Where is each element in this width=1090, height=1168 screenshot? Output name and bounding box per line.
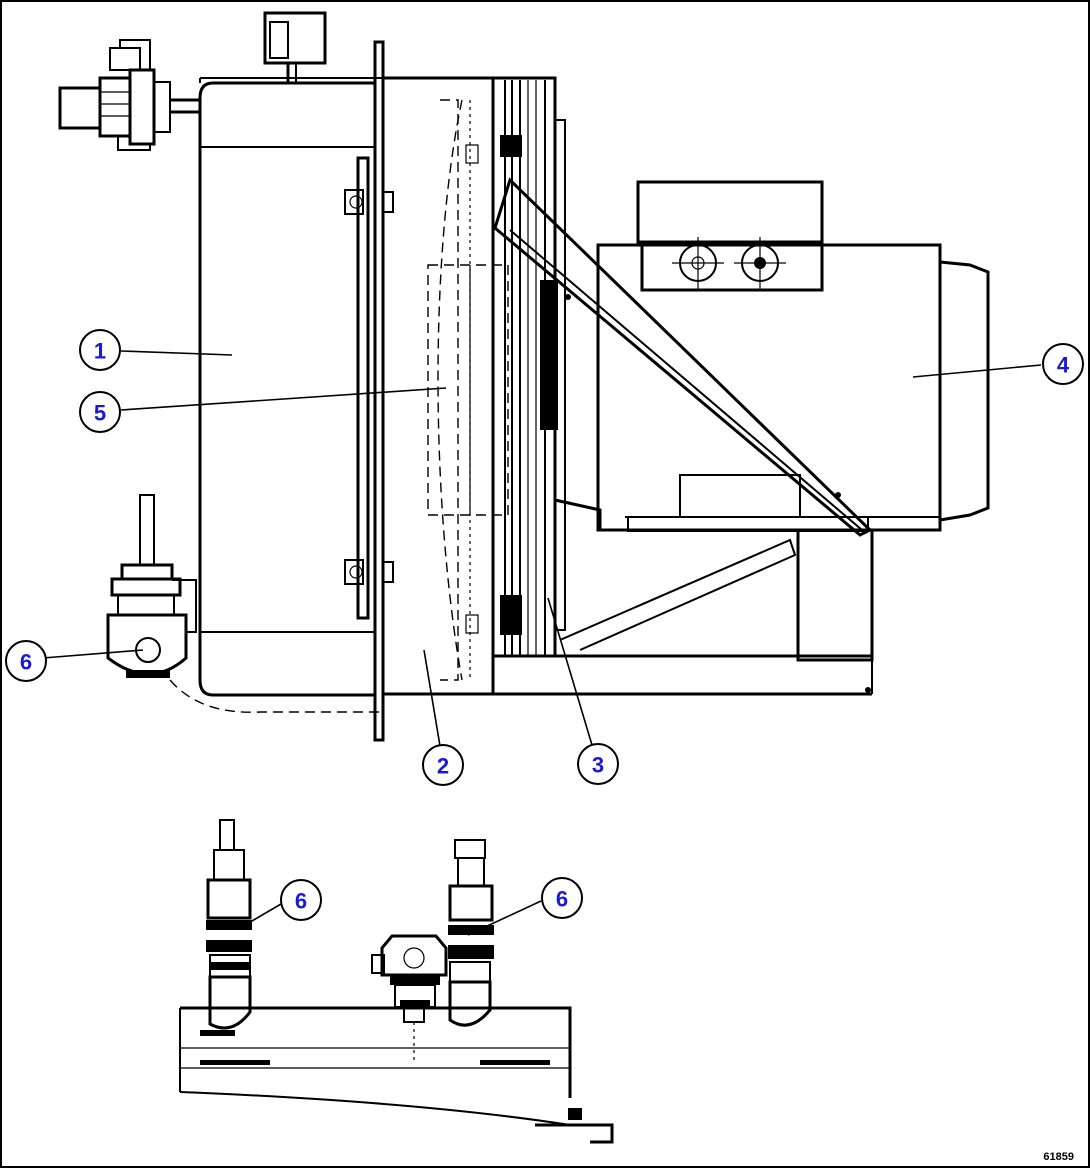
callout-6a: 6 [5,640,47,682]
detail-valve-right [448,839,494,1027]
callout-4-label: 4 [1057,353,1070,378]
callout-5-label: 5 [94,401,106,426]
support-bracket [490,177,874,696]
callout-6c-label: 6 [556,887,568,912]
callout-3: 3 [577,743,619,785]
callout-1-label: 1 [94,339,106,364]
callout-6b-label: 6 [295,889,307,914]
electric-motor [596,180,990,532]
fan-shroud [381,76,495,696]
callout-3-label: 3 [592,753,604,778]
leader-lines [42,350,1042,936]
callout-4: 4 [1042,343,1084,385]
top-left-valve [58,39,200,151]
callout-2: 2 [422,744,464,786]
hydraulic-tank [198,11,490,697]
callout-2-label: 2 [437,754,449,779]
detail-view [179,819,614,1144]
detail-valve-left [206,819,252,1030]
callout-6c: 6 [541,877,583,919]
callout-5: 5 [79,391,121,433]
callout-6b: 6 [280,879,322,921]
drain-valve [106,494,380,713]
main-assembly [58,11,990,742]
figure-number: 61859 [1043,1151,1074,1163]
fan-blade [427,264,509,516]
callout-1: 1 [79,329,121,371]
detail-valve-center [371,934,448,1060]
callout-6a-label: 6 [20,650,32,675]
radiator-core [465,76,566,658]
